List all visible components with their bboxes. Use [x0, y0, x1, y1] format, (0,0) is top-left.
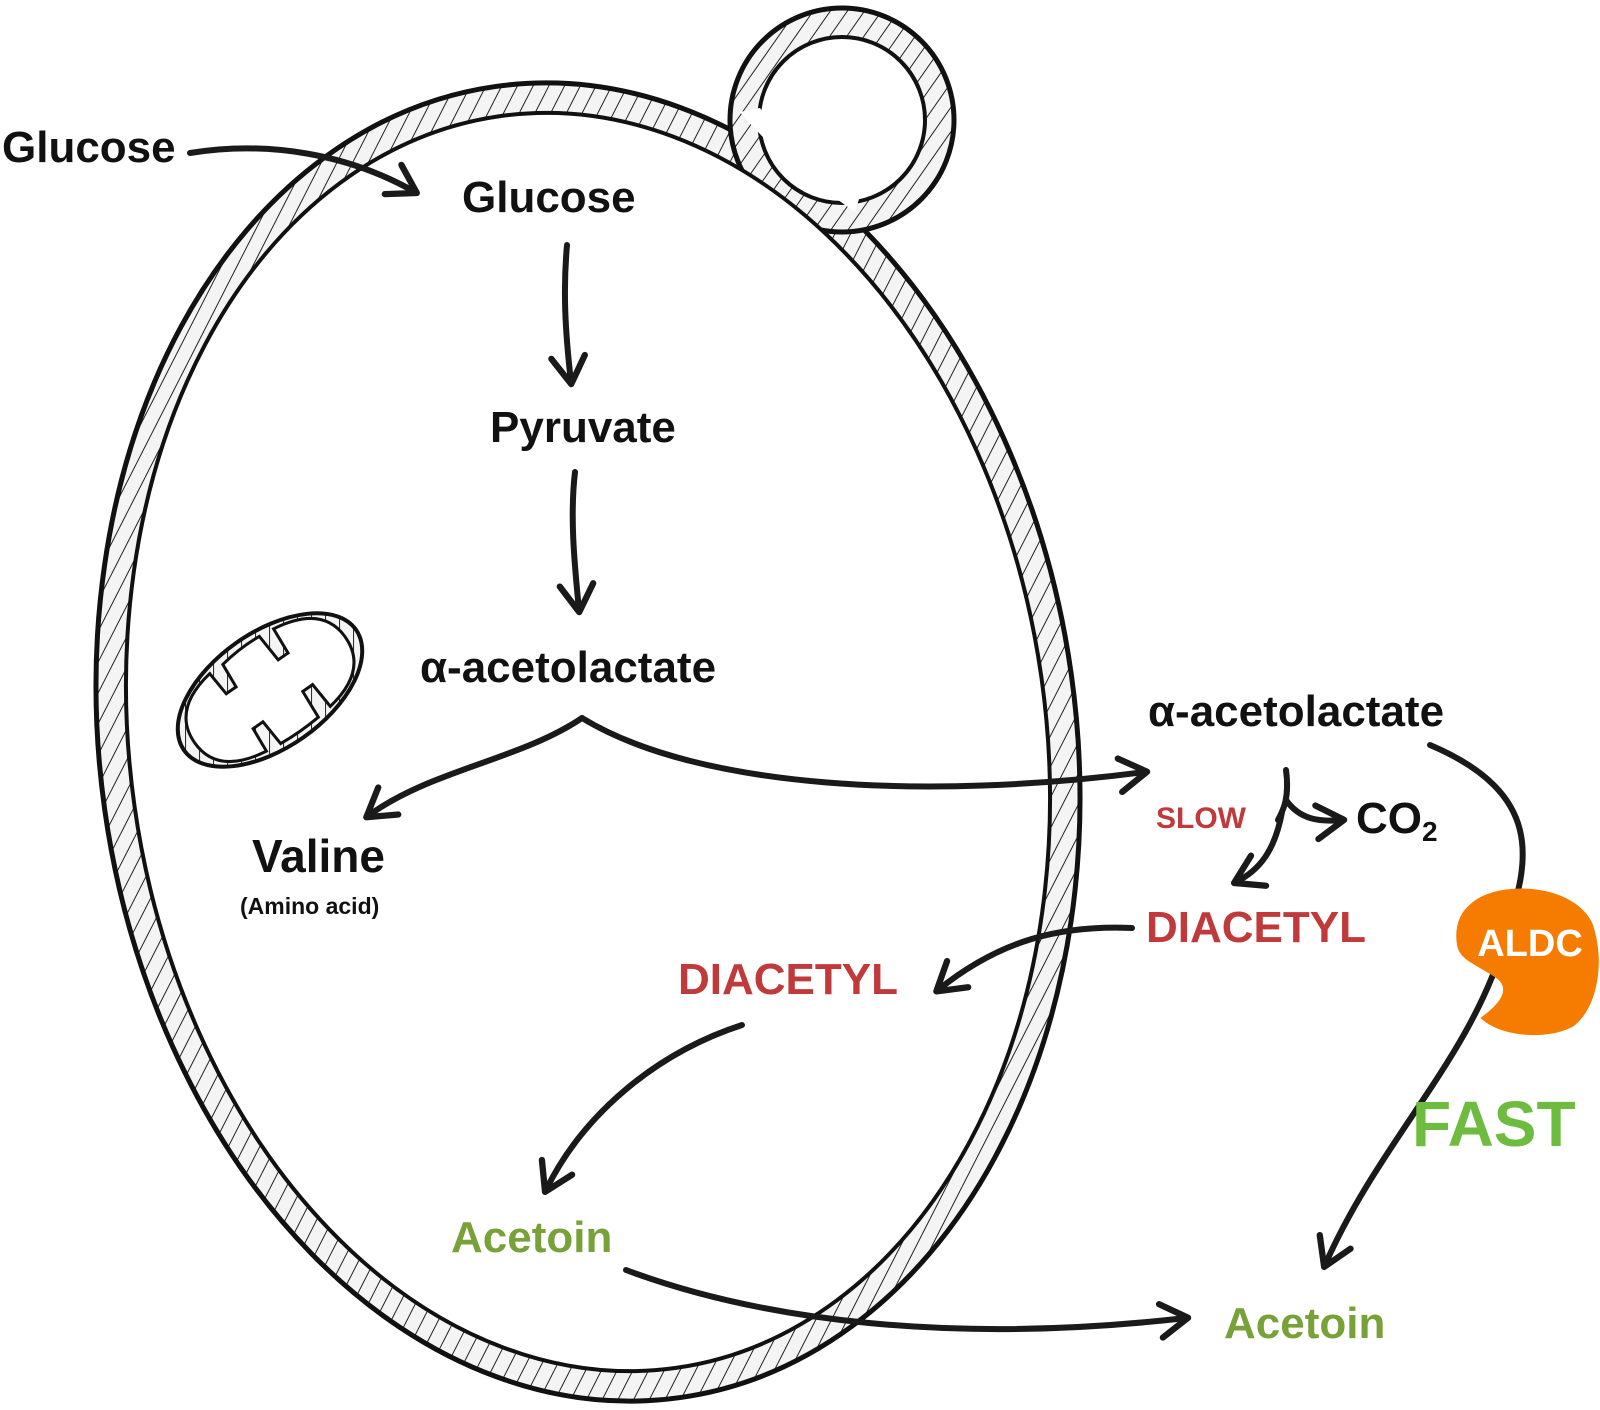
glucose-inside-label: Glucose — [462, 173, 636, 222]
co2-subscript: 2 — [1422, 816, 1438, 847]
pyruvate-label: Pyruvate — [490, 403, 676, 452]
aldc-label: ALDC — [1477, 923, 1583, 965]
valine-label: Valine — [252, 830, 385, 882]
arrow-acetolactate-to-valine — [363, 715, 585, 821]
arrow-glucose-to-pyruvate — [548, 242, 588, 388]
glucose-outside-label: Glucose — [2, 123, 176, 172]
slow-label: SLOW — [1156, 802, 1247, 835]
co2-main: CO — [1356, 794, 1422, 843]
arrow-acetoin-export — [623, 1267, 1192, 1341]
cell-wall — [93, 5, 1083, 1404]
arrow-acetolactate-export — [579, 715, 1151, 796]
acetolactate-inside-label: α-acetolactate — [420, 643, 716, 692]
diacetyl-outside-label: DIACETYL — [1146, 903, 1366, 952]
acetolactate-outside-label: α-acetolactate — [1148, 687, 1444, 736]
diacetyl-inside-label: DIACETYL — [678, 955, 898, 1004]
co2-label: CO2 — [1356, 794, 1438, 847]
valine-note-label: (Amino acid) — [240, 893, 379, 919]
arrow-diacetyl-reuptake — [933, 924, 1135, 995]
arrow-to-diacetyl-outside — [1230, 809, 1285, 889]
arrow-pyruvate-to-acetolactate — [556, 469, 597, 616]
aldc-enzyme: ALDC — [1456, 888, 1599, 1036]
arrow-glucose-uptake — [187, 145, 420, 198]
arrow-diacetyl-to-acetoin — [538, 1022, 745, 1196]
acetoin-inside-label: Acetoin — [451, 1213, 612, 1262]
mitochondrion — [175, 611, 365, 769]
acetoin-outside-label: Acetoin — [1224, 1299, 1385, 1348]
fast-label: FAST — [1412, 1088, 1576, 1160]
labels: Glucose Glucose Pyruvate α-acetolactate … — [2, 123, 1576, 1348]
arrow-to-co2 — [1283, 797, 1348, 843]
